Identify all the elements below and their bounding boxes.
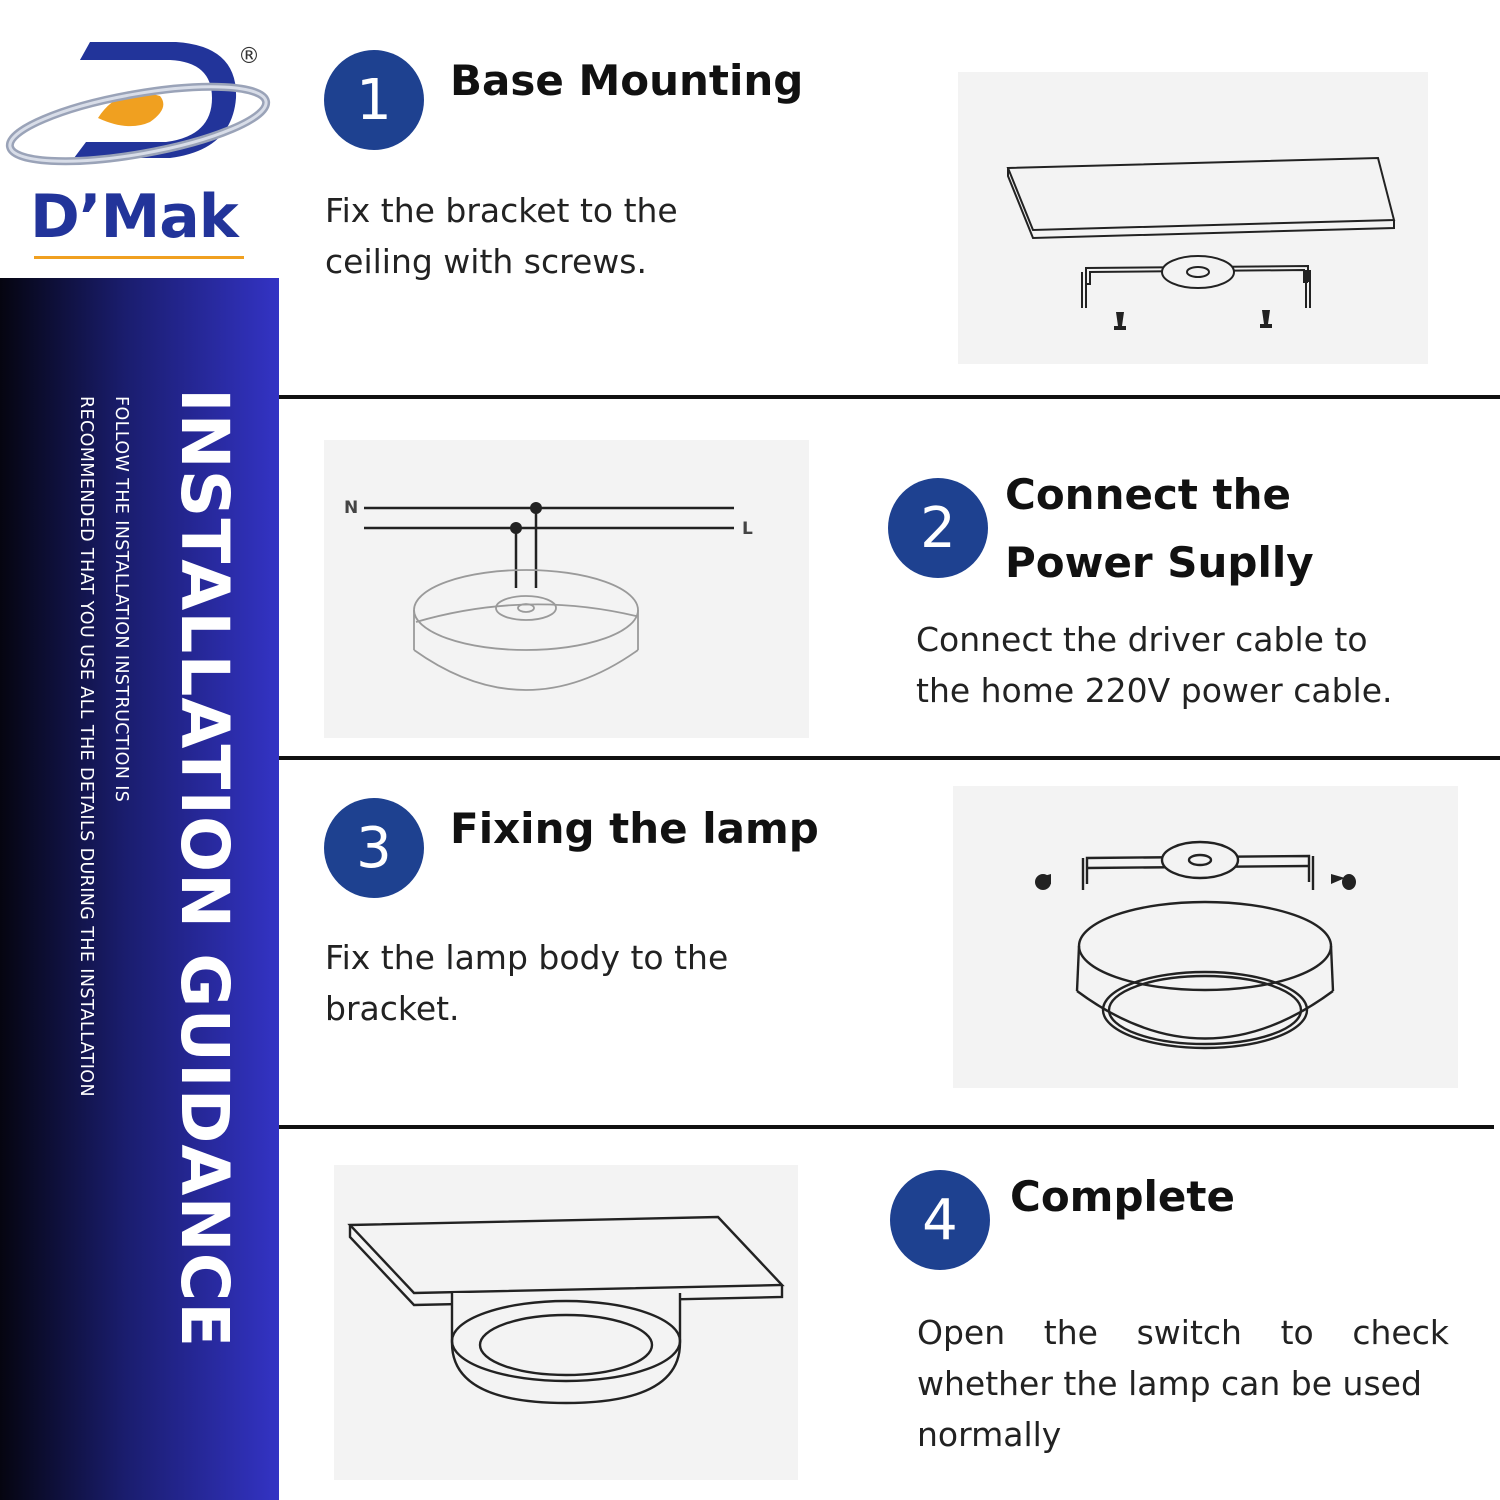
step-3-desc-line-1: Fix the lamp body to the xyxy=(325,938,729,977)
divider-3 xyxy=(279,1125,1494,1129)
step-3-illustration xyxy=(953,786,1458,1088)
brand-underline xyxy=(34,256,244,259)
ceiling-bracket-diagram xyxy=(1006,156,1396,330)
brand-name: D’Mak xyxy=(30,182,239,252)
step-4-desc-line-3: normally xyxy=(917,1415,1062,1454)
sidebar xyxy=(0,278,279,1500)
step-4-desc-line-1: Open the switch to check xyxy=(917,1313,1449,1352)
step-1-number: 1 xyxy=(324,50,424,150)
step-3-desc-line-2: bracket. xyxy=(325,989,460,1028)
step-2-illustration: N L xyxy=(324,440,809,738)
step-2-title-line-2: Power Suplly xyxy=(1005,538,1314,587)
step-4-illustration xyxy=(334,1165,798,1480)
step-2-desc-line-1: Connect the driver cable to xyxy=(916,620,1368,659)
divider-2 xyxy=(279,756,1500,760)
step-4-title: Complete xyxy=(1010,1172,1235,1221)
installed-lamp-diagram xyxy=(347,1215,785,1405)
step-2-title-line-1: Connect the xyxy=(1005,470,1292,519)
step-1-desc-line-2: ceiling with screws. xyxy=(325,242,647,281)
step-4-number: 4 xyxy=(890,1170,990,1270)
step-3-title: Fixing the lamp xyxy=(450,804,819,853)
divider-1 xyxy=(279,395,1500,399)
live-wire-label: L xyxy=(742,519,753,539)
sidebar-note-line-1: FOLLOW THE INSTALLATION INSTRUCTION IS xyxy=(111,396,131,803)
lamp-fixing-diagram xyxy=(1035,840,1356,1050)
registered-mark: ® xyxy=(238,44,260,69)
step-2-desc-line-2: the home 220V power cable. xyxy=(916,671,1393,710)
wiring-diagram: N L xyxy=(344,498,753,691)
dmak-logo-mark xyxy=(5,42,271,166)
step-1-desc-line-1: Fix the bracket to the xyxy=(325,191,678,230)
sidebar-note-line-2: RECOMMENDED THAT YOU USE ALL THE DETAILS… xyxy=(76,396,96,1097)
step-4-desc-line-2: whether the lamp can be used xyxy=(917,1364,1422,1403)
step-2-number: 2 xyxy=(888,478,988,578)
sidebar-title: INSTALLATION GUIDANCE xyxy=(166,388,243,1349)
step-1-illustration xyxy=(958,72,1428,364)
step-3-number: 3 xyxy=(324,798,424,898)
neutral-wire-label: N xyxy=(344,498,358,518)
brand-logo: ® D’Mak xyxy=(0,0,279,278)
step-1-title: Base Mounting xyxy=(450,56,804,105)
